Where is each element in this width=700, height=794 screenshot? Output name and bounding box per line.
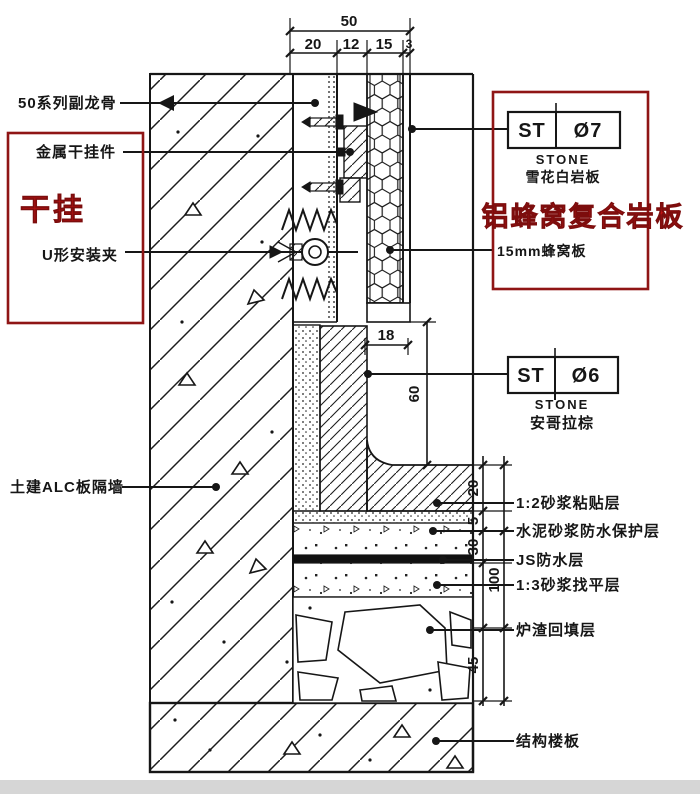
chain-dim-20: 20 bbox=[465, 480, 482, 497]
label-banner: 铝蜂窝复合岩板 bbox=[482, 201, 685, 232]
leader-lines bbox=[120, 102, 514, 742]
tag2-number: Ø6 bbox=[572, 365, 601, 387]
honeycomb-panel bbox=[366, 73, 404, 304]
tag1-stone-name: 雪花白岩板 bbox=[526, 169, 601, 185]
stone-tag-1: ST Ø7 STONE 雪花白岩板 bbox=[506, 103, 622, 185]
label-layer-slag: 炉渣回填层 bbox=[516, 621, 596, 639]
expansion-anchor bbox=[125, 238, 358, 266]
honeycomb-callout-box bbox=[491, 90, 650, 291]
label-keel: 50系列副龙骨 bbox=[18, 94, 117, 112]
dry-hang-callout-box bbox=[6, 131, 145, 325]
dim-seg-15: 15 bbox=[376, 36, 393, 53]
label-u-clip: U形安装夹 bbox=[42, 246, 118, 264]
bonding-mortar-strip bbox=[292, 324, 321, 512]
dim-skirt-18: 18 bbox=[378, 327, 395, 344]
dim-60-group bbox=[410, 317, 436, 470]
slag-backfill bbox=[292, 596, 474, 704]
label-layer-leveling: 1:3砂浆找平层 bbox=[516, 576, 621, 594]
top-dimension-group bbox=[285, 18, 415, 77]
stone-face-panel bbox=[366, 74, 411, 323]
chain-dim-45: 45 bbox=[465, 657, 482, 674]
tag1-number: Ø7 bbox=[574, 120, 603, 142]
dim-seg-20: 20 bbox=[305, 36, 322, 53]
dim-18-group bbox=[360, 338, 413, 355]
leveling-layer-band bbox=[292, 562, 474, 598]
dim-seg-3: 3 bbox=[406, 37, 413, 51]
chain-dim-100: 100 bbox=[486, 567, 503, 592]
bonding-layer-band bbox=[292, 510, 474, 524]
chain-dim-30: 30 bbox=[465, 539, 482, 556]
stone-tag-2: ST Ø6 STONE 安哥拉棕 bbox=[506, 348, 620, 432]
floor-stone-with-cove bbox=[366, 439, 474, 512]
tag1-type: STONE bbox=[536, 152, 591, 167]
aggregate-dots bbox=[170, 130, 372, 762]
label-layer-protection: 水泥砂浆防水保护层 bbox=[516, 522, 660, 540]
tag2-code: ST bbox=[517, 365, 545, 387]
section-borders bbox=[150, 72, 475, 772]
tag2-stone-name: 安哥拉棕 bbox=[530, 414, 594, 432]
protection-layer-band bbox=[292, 522, 474, 556]
label-metal-hanger: 金属干挂件 bbox=[35, 143, 116, 161]
structural-slab bbox=[148, 701, 475, 774]
js-waterproof-band bbox=[293, 555, 473, 563]
label-dry-hang: 干挂 bbox=[20, 194, 86, 227]
u-clip-springs bbox=[281, 206, 338, 303]
label-layer-bonding: 1:2砂浆粘贴层 bbox=[516, 494, 621, 512]
label-honeycomb: 15mm蜂窝板 bbox=[497, 243, 586, 259]
label-alc-wall: 土建ALC板隔墙 bbox=[10, 478, 124, 496]
right-dim-chain bbox=[473, 456, 512, 706]
tag1-code: ST bbox=[518, 120, 546, 142]
chain-dim-5: 5 bbox=[465, 517, 482, 525]
aggregate-triangles bbox=[177, 201, 465, 769]
leader-dots bbox=[158, 95, 447, 745]
dim-total-50: 50 bbox=[341, 13, 358, 30]
tag2-type: STONE bbox=[535, 397, 590, 412]
label-layer-js-waterproof: JS防水层 bbox=[516, 551, 584, 569]
alc-wall bbox=[149, 73, 294, 704]
dim-seg-12: 12 bbox=[343, 36, 360, 53]
scan-edge-bar bbox=[0, 780, 700, 794]
dim-skirt-60: 60 bbox=[406, 386, 423, 403]
skirting-stone bbox=[319, 325, 368, 512]
label-structural-slab: 结构楼板 bbox=[516, 732, 580, 750]
